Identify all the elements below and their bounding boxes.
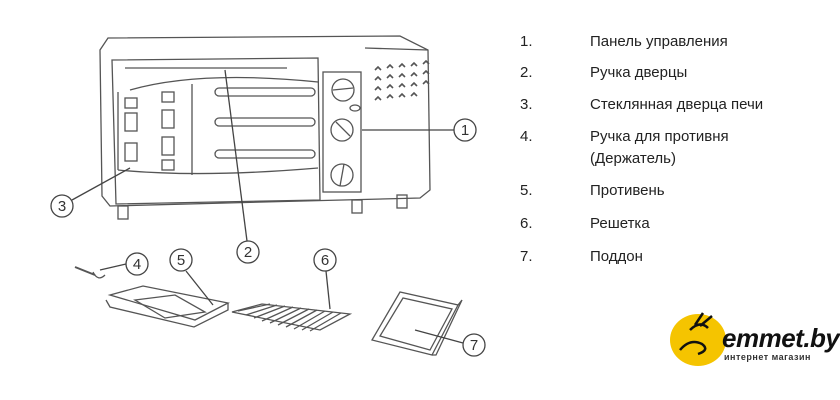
callout-7: 7: [470, 337, 478, 354]
callout-1: 1: [461, 122, 469, 139]
legend-number: 5.: [520, 182, 533, 199]
legend-label: Стеклянная дверца печи: [590, 96, 764, 113]
legend-label: Ручка дверцы: [590, 64, 688, 81]
legend-number: 2.: [520, 64, 533, 81]
leader-lines: [71, 69, 464, 344]
legend-label-continued: (Держатель): [590, 150, 676, 167]
legend-number: 6.: [520, 215, 533, 232]
legend-number: 7.: [520, 248, 533, 265]
legend-label: Противень: [590, 182, 665, 199]
vent-grille: [374, 59, 430, 101]
callout-3: 3: [58, 198, 66, 215]
logo-tagline: интернет магазин: [724, 352, 811, 362]
oven-body: [99, 35, 431, 220]
legend-label: Решетка: [590, 215, 650, 232]
accessories: [74, 266, 463, 356]
logo-text: emmet.by: [722, 323, 840, 353]
callout-markers: [50, 118, 486, 357]
legend-number: 3.: [520, 96, 533, 113]
callout-5: 5: [177, 252, 185, 269]
callout-2: 2: [244, 244, 252, 261]
callout-4: 4: [133, 256, 141, 273]
legend-label: Поддон: [590, 248, 643, 265]
legend-number: 4.: [520, 128, 533, 145]
callout-6: 6: [321, 252, 329, 269]
logo-icon: [670, 312, 726, 366]
legend-label: Панель управления: [590, 33, 728, 50]
legend-label: Ручка для противня: [590, 128, 729, 145]
legend-number: 1.: [520, 33, 533, 50]
